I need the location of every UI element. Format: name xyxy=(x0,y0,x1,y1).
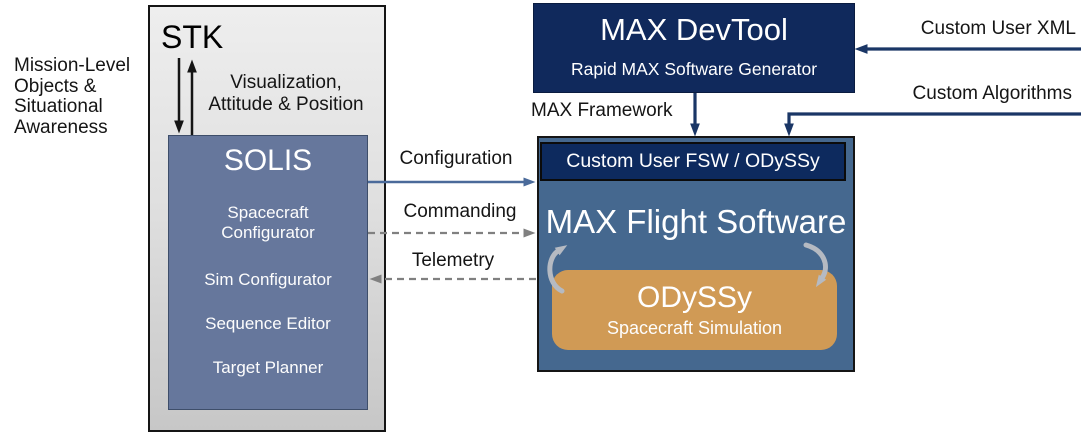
custom-algorithms-label: Custom Algorithms xyxy=(912,83,1072,104)
solis-item-spacecraft-configurator: Spacecraft Configurator xyxy=(221,203,315,242)
stk-label: STK xyxy=(161,19,224,55)
configuration-label: Configuration xyxy=(399,148,513,169)
odyssy-box xyxy=(552,270,837,350)
mission-awareness-label: Mission-Level Objects & Situational Awar… xyxy=(14,55,131,138)
odyssy-title: ODySSy xyxy=(636,281,753,314)
solis-item-sequence-editor: Sequence Editor xyxy=(205,314,331,333)
max-devtool-box xyxy=(533,3,855,93)
custom-user-xml-label: Custom User XML xyxy=(920,18,1076,39)
max-devtool-title: MAX DevTool xyxy=(600,12,788,47)
fsw-header-bar: Custom User FSW / ODySSy xyxy=(540,142,846,181)
solis-panel xyxy=(168,135,368,410)
solis-title: SOLIS xyxy=(223,144,313,177)
visualization-attitude-position-label: Visualization, Attitude & Position xyxy=(208,72,364,115)
solis-item-sim-configurator: Sim Configurator xyxy=(204,270,332,289)
max-framework-label: MAX Framework xyxy=(531,100,673,121)
max-devtool-subtitle: Rapid MAX Software Generator xyxy=(570,59,818,79)
commanding-label: Commanding xyxy=(403,201,517,222)
telemetry-label: Telemetry xyxy=(411,250,495,271)
custom-algorithms-arrow xyxy=(784,112,1081,137)
fsw-title: MAX Flight Software xyxy=(545,203,847,240)
solis-item-target-planner: Target Planner xyxy=(212,358,324,377)
odyssy-subtitle: Spacecraft Simulation xyxy=(606,318,783,338)
